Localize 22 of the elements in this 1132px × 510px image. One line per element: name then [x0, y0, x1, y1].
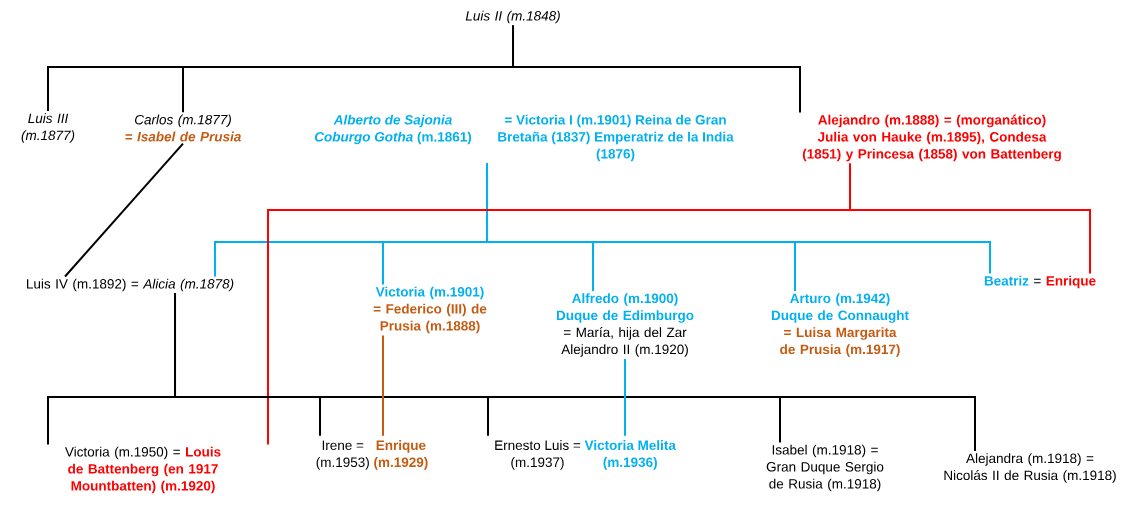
- person-label: Alfredo (m.1900) Duque de Edimburgo = María, hija del Zar Alejandro II (m.1920): [556, 293, 694, 357]
- person-label: Luis II (m.1848): [465, 10, 560, 24]
- person-label: Victoria (m.1901) = Federico (III) de Prusia (m.1888): [373, 286, 487, 334]
- family-line: [486, 162, 991, 275]
- family-line: [382, 334, 384, 437]
- person-label: Arturo (m.1942) Duque de Connaught = Luisa Margarita de Prusia (m.1917): [771, 293, 909, 357]
- person-label: Luis III (m.1877): [21, 113, 75, 143]
- family-line: [64, 142, 184, 278]
- person-label: Alberto de Sajonia Coburgo Gotha (m.1861) = Victoria I (m.1901) Reina de Gran Bretaña (1837) Emperatriz de la India (1876): [314, 114, 734, 162]
- family-line: [174, 292, 976, 452]
- family-line: [512, 24, 801, 114]
- person-label: Isabel (m.1918) = Gran Duque Sergio de Rusia (m.1918): [766, 444, 884, 492]
- family-line: [849, 162, 1091, 275]
- person-label: Alejandro (m.1888) = (morganático) Julia von Hauke (m.1895), Condesa (1851) y Princesa (1858) von Battenberg: [802, 114, 1061, 162]
- person-label: Beatriz = Enrique: [984, 275, 1096, 289]
- person-label: Victoria (m.1950) = Louis de Battenberg (en 1917 Mountbatten) (m.1920): [65, 446, 221, 494]
- person-label: Alejandra (m.1918) = Nicolás II de Rusia (m.1918): [944, 453, 1116, 483]
- person-label: Ernesto Luis = Victoria Melita (m.1937) (m.1936): [495, 440, 676, 470]
- person-label: Carlos (m.1877) = Isabel de Prusia: [125, 114, 241, 142]
- family-line: [624, 358, 626, 437]
- person-label: Irene = Enrique (m.1953) (m.1929): [316, 440, 428, 470]
- person-label: Luis IV (m.1892) = Alicia (m.1878): [27, 278, 234, 292]
